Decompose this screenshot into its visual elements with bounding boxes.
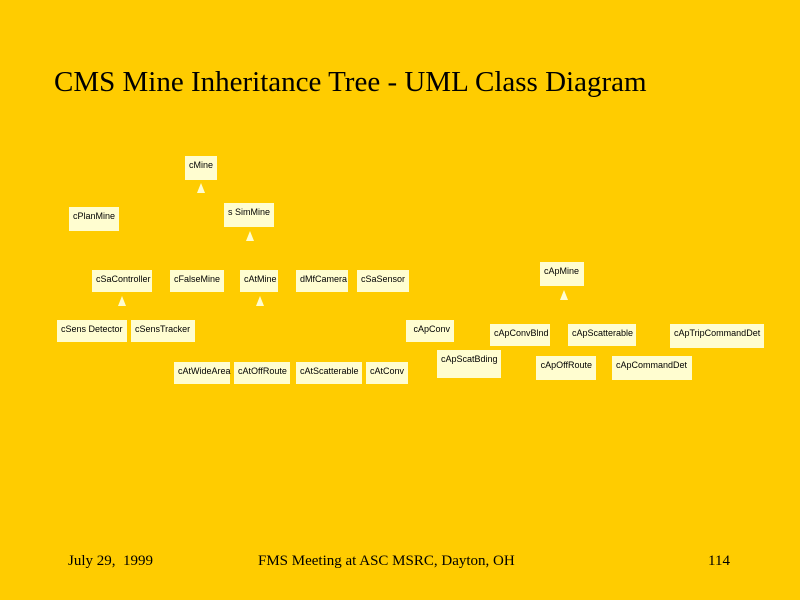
class-cmine: cMine xyxy=(185,156,217,180)
class-capscatterable: cApScatterable xyxy=(568,324,636,346)
class-capoffroute: cApOffRoute xyxy=(536,356,596,380)
class-capmine: cApMine xyxy=(540,262,584,286)
class-csens-detector: cSens Detector xyxy=(57,320,127,342)
class-catoffroute: cAtOffRoute xyxy=(234,362,290,384)
class-dmfcamera: dMfCamera xyxy=(296,270,348,292)
inheritance-arrow xyxy=(246,231,254,241)
class-catwidearea: cAtWideArea xyxy=(174,362,231,384)
class-csacontroller: cSaController xyxy=(92,270,152,292)
class-capcommanddet: cApCommandDet xyxy=(612,356,692,380)
class-csasensor: cSaSensor xyxy=(357,270,409,292)
inheritance-arrow xyxy=(118,296,126,306)
class-capconvblnd: cApConvBlnd xyxy=(490,324,550,346)
inheritance-arrow xyxy=(256,296,264,306)
class-captripcommanddet: cApTripCommandDet xyxy=(670,324,764,348)
class-catscatterable: cAtScatterable xyxy=(296,362,362,384)
class-cfalsemine: cFalseMine xyxy=(170,270,224,292)
class-catmine: cAtMine xyxy=(240,270,278,292)
class-capconv: cApConv xyxy=(406,320,454,342)
class-capscatbding: cApScatBding xyxy=(437,350,501,378)
footer-event: FMS Meeting at ASC MSRC, Dayton, OH xyxy=(258,553,515,569)
class-csenstracker: cSensTracker xyxy=(131,320,195,342)
class-catconv: cAtConv xyxy=(366,362,408,384)
footer-date: July 29, 1999 xyxy=(68,553,154,569)
class-s-simmine: s SimMine xyxy=(224,203,274,227)
inheritance-arrow xyxy=(197,183,205,193)
inheritance-arrow xyxy=(560,290,568,300)
slide-title: CMS Mine Inheritance Tree - UML Class Di… xyxy=(54,66,647,98)
class-cplanmine: cPlanMine xyxy=(69,207,119,231)
footer-page-number: 114 xyxy=(708,553,730,569)
